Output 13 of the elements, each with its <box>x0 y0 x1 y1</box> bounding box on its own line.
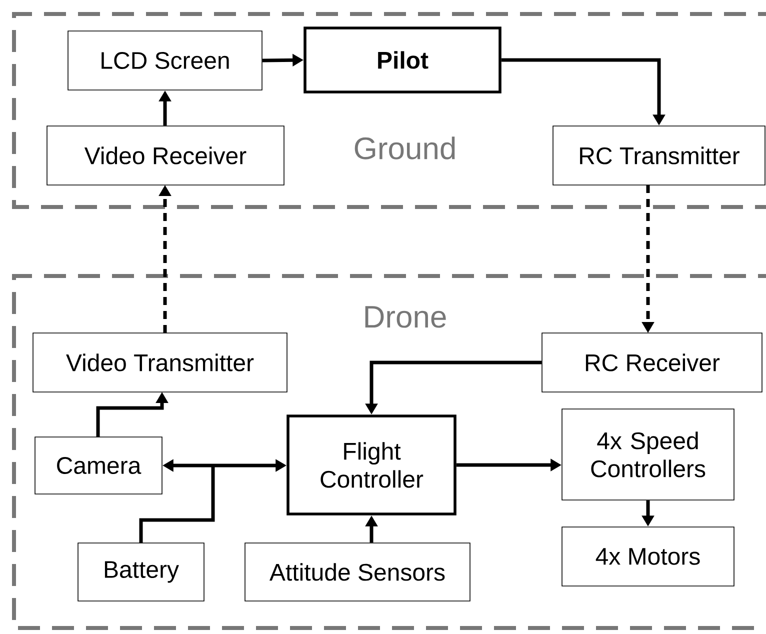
connector-line <box>139 466 215 543</box>
process-box: Battery <box>78 542 204 602</box>
process-box: Video Transmitter <box>32 332 288 392</box>
process-box: Flight Controller <box>286 414 456 516</box>
process-box: RC Receiver <box>542 332 762 392</box>
process-box: Camera <box>34 436 162 494</box>
process-box: RC Transmitter <box>552 126 766 186</box>
process-box: Attitude Sensors <box>244 542 470 602</box>
process-box: 4x Speed Controllers <box>562 408 734 500</box>
process-box: Pilot <box>304 26 502 94</box>
process-box: LCD Screen <box>68 30 262 90</box>
process-box: 4x Motors <box>562 526 734 586</box>
process-box: Video Receiver <box>46 126 284 186</box>
